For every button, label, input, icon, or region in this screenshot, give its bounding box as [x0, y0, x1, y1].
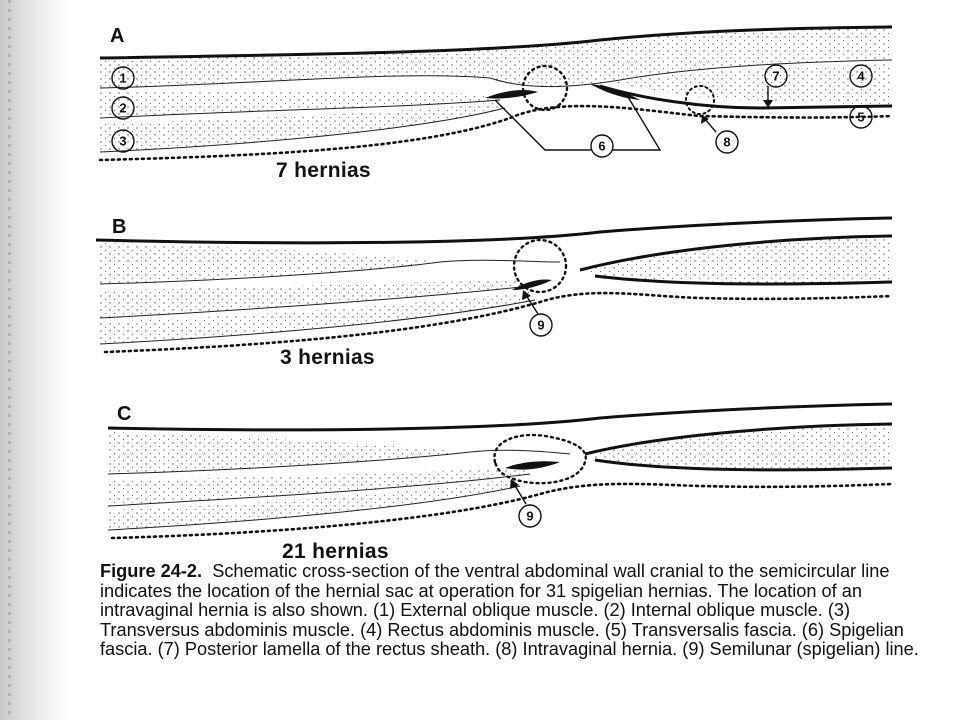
arrow-9-c: [514, 484, 526, 504]
figure-caption-text: Schematic cross-section of the ventral a…: [100, 561, 919, 659]
spigelian-fascia-bracket: [495, 92, 660, 150]
panel-a: A 1 2 3: [100, 25, 892, 182]
figure-caption: Figure 24-2. Schematic cross-section of …: [100, 562, 940, 660]
callout-6: 6: [591, 135, 613, 157]
figure-label: Figure 24-2.: [100, 561, 202, 581]
skin-line-b: [96, 218, 892, 243]
external-oblique-layer-b: [100, 243, 440, 284]
svg-text:9: 9: [526, 509, 533, 524]
panel-a-count: 7 hernias: [276, 159, 371, 182]
panel-c: C 9 21 hernias: [108, 403, 892, 563]
svg-text:2: 2: [119, 101, 126, 116]
panel-c-count: 21 hernias: [282, 540, 389, 563]
svg-text:7: 7: [772, 69, 779, 84]
panel-b: B 9 3 hernias: [96, 216, 892, 369]
svg-text:6: 6: [598, 139, 605, 154]
svg-text:9: 9: [537, 318, 544, 333]
svg-text:3: 3: [119, 134, 126, 149]
external-oblique-layer-c: [108, 432, 470, 474]
hernia-sac-c: [494, 435, 585, 483]
callout-8: 8: [716, 131, 738, 153]
svg-text:1: 1: [119, 71, 126, 86]
callout-9-c: 9: [519, 505, 541, 527]
svg-text:8: 8: [723, 135, 730, 150]
semilunar-line-mark-c: [505, 461, 560, 469]
skin-line-c: [108, 404, 892, 430]
panel-c-letter: C: [117, 403, 131, 425]
svg-text:4: 4: [857, 69, 865, 84]
panel-a-letter: A: [110, 25, 124, 47]
panel-b-letter: B: [112, 216, 126, 238]
spigelian-aponeurosis-left: [485, 90, 538, 99]
callout-9-b: 9: [530, 314, 552, 336]
svg-text:5: 5: [857, 110, 864, 125]
panel-b-count: 3 hernias: [280, 346, 375, 369]
